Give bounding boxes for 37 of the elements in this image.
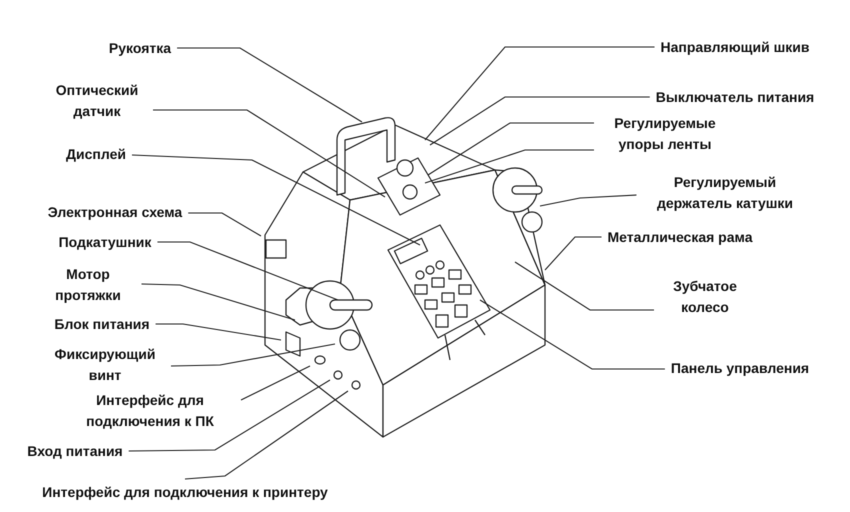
leader-line <box>141 283 296 321</box>
part-label: Интерфейс для подключения к принтеру <box>42 482 328 503</box>
part-label: Интерфейс для подключения к ПК <box>65 390 235 432</box>
leader-line <box>177 47 362 122</box>
part-label: Электронная схема <box>48 202 182 223</box>
leader-line <box>540 194 637 207</box>
leader-line <box>480 300 665 370</box>
leader-line <box>157 241 338 301</box>
leader-line <box>424 149 594 184</box>
leader-line <box>428 122 594 176</box>
part-label: Оптический датчик <box>47 80 147 122</box>
leader-line <box>544 236 602 270</box>
part-label: Металлическая рама <box>608 227 752 248</box>
part-label: Фиксирующий винт <box>45 344 165 386</box>
part-label: Мотор протяжки <box>40 264 136 306</box>
leader-line <box>188 212 262 236</box>
part-label: Регулируемые упоры ленты <box>600 113 730 155</box>
leader-line <box>240 366 310 400</box>
leader-line <box>132 154 420 246</box>
part-label: Регулируемый держатель катушки <box>642 172 808 214</box>
leader-line <box>128 380 330 452</box>
leader-line <box>156 323 282 341</box>
part-label: Подкатушник <box>58 232 152 253</box>
leader-line <box>153 109 386 198</box>
part-label: Блок питания <box>54 314 150 335</box>
part-label: Направляющий шкив <box>660 37 810 58</box>
leader-line <box>430 96 650 146</box>
part-label: Зубчатое колесо <box>660 276 750 318</box>
part-label: Вход питания <box>27 441 123 462</box>
part-label: Панель управления <box>670 358 810 379</box>
leader-line <box>184 390 348 480</box>
leader-line <box>514 262 654 311</box>
leader-line <box>424 46 655 140</box>
part-label: Рукоятка <box>108 38 172 59</box>
part-label: Дисплей <box>66 144 126 165</box>
leader-line <box>170 343 336 367</box>
part-label: Выключатель питания <box>656 87 814 108</box>
